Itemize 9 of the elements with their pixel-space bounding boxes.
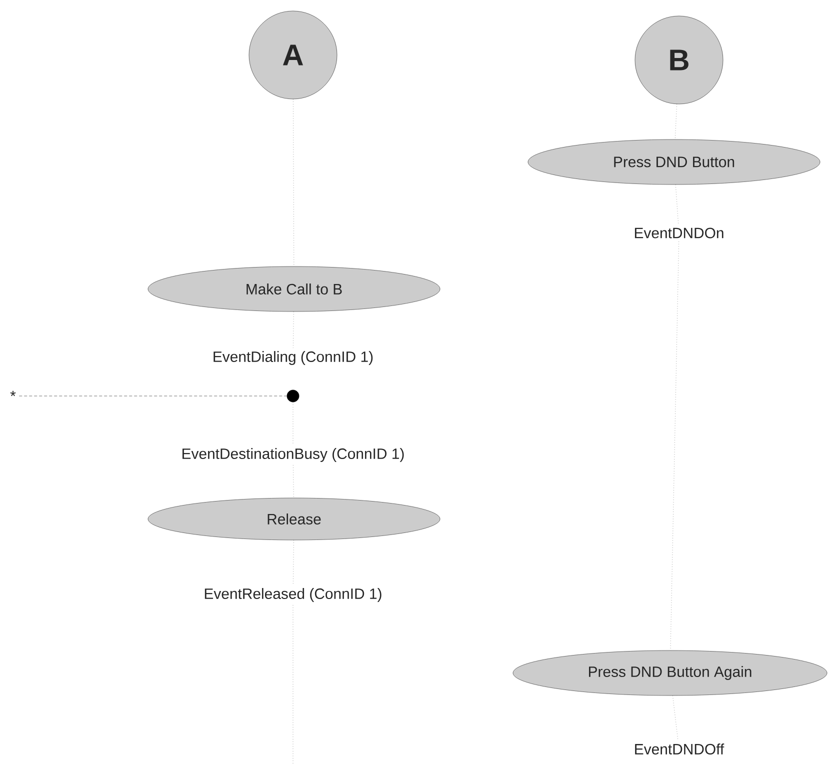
lifeline-segment <box>670 241 680 650</box>
event-label: EventDestinationBusy (ConnID 1) <box>182 448 404 462</box>
event-label: EventDNDOff <box>635 744 724 754</box>
event-label: EventDNDOn <box>634 228 724 238</box>
junction-dot <box>286 390 300 402</box>
lifeline-segment <box>672 696 678 741</box>
event-label: EventReleased (ConnID 1) <box>204 588 382 602</box>
event-label: * <box>10 390 16 396</box>
event-label: EventDialing (ConnID 1) <box>214 351 373 365</box>
